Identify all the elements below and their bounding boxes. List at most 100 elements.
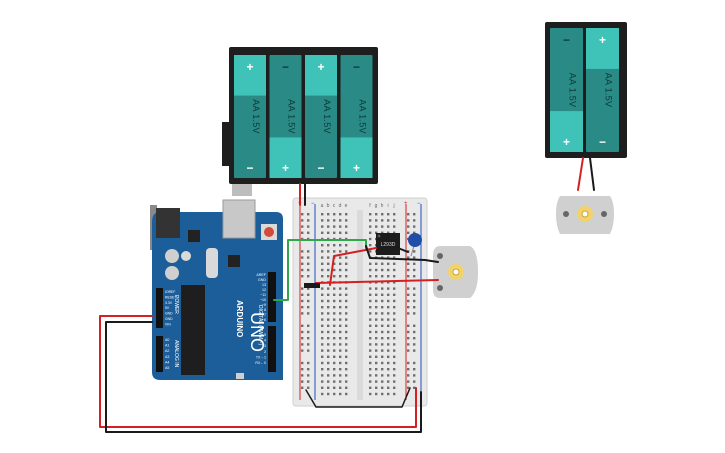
wire-green-signal[interactable] xyxy=(273,239,367,301)
bb-rail-hole xyxy=(413,386,416,389)
bb-hole xyxy=(321,386,324,389)
digital-pin-label: 2 xyxy=(264,350,266,354)
wire-black-ic[interactable] xyxy=(397,247,409,253)
bb-hole xyxy=(381,287,384,290)
wire-black-motor[interactable] xyxy=(365,245,439,263)
wire-black-rail[interactable] xyxy=(305,387,411,408)
bb-rail-hole xyxy=(407,343,410,346)
bb-rail-hole xyxy=(307,337,310,340)
reset-button[interactable] xyxy=(264,227,274,237)
bb-hole xyxy=(393,213,396,216)
bb-hole xyxy=(393,392,396,396)
battery4-cell-4-label: AA 1.5V xyxy=(358,99,368,134)
digital-pin-label: 8 xyxy=(264,308,266,312)
arduino-uno[interactable]: ARDUINO UNO DIGITAL (PWM ~) POWER ANALOG… xyxy=(150,199,283,380)
bb-col-label: i xyxy=(387,203,388,209)
bb-hole xyxy=(339,287,342,290)
wire-battery2-red[interactable] xyxy=(577,157,584,191)
analog-label: ANALOG IN xyxy=(173,340,179,368)
bb-hole xyxy=(345,312,348,315)
battery4-cell-3-bottom-sign: − xyxy=(317,161,324,175)
bb-hole xyxy=(339,299,342,303)
center-channel xyxy=(357,210,363,400)
bb-hole xyxy=(375,380,378,383)
bb-hole xyxy=(369,306,372,309)
bb-hole xyxy=(375,349,378,352)
bb-rail-hole xyxy=(407,268,410,272)
wire-5v-red[interactable] xyxy=(99,315,417,428)
battery-pack-4aa[interactable]: +−AA 1.5V−+AA 1.5V+−AA 1.5V−+AA 1.5V xyxy=(222,47,378,196)
bb-hole xyxy=(327,250,330,253)
bb-hole xyxy=(393,293,396,296)
analog-pin-label: A2 xyxy=(165,349,169,353)
battery4-cell-1-top-sign: + xyxy=(246,60,253,74)
bb-hole xyxy=(393,268,396,272)
bb-hole xyxy=(321,324,324,327)
wire-red-ic[interactable] xyxy=(329,247,377,286)
bb-rail-hole xyxy=(301,374,304,377)
bb-rail-hole xyxy=(301,343,304,346)
bb-rail-hole xyxy=(307,299,310,303)
bb-hole xyxy=(321,343,324,346)
bb-hole xyxy=(345,250,348,253)
bb-col-label: b xyxy=(327,203,330,209)
bb-hole xyxy=(369,237,372,241)
bb-hole xyxy=(387,293,390,296)
bb-hole xyxy=(381,355,384,358)
bb-hole xyxy=(327,256,330,259)
bb-hole xyxy=(327,213,330,216)
resistor-jumper xyxy=(304,283,320,288)
bb-hole xyxy=(345,343,348,346)
dc-motor-1[interactable] xyxy=(433,246,478,298)
bb-hole xyxy=(321,250,324,253)
bb-hole xyxy=(339,250,342,253)
motor-driver-ic[interactable]: L293D xyxy=(376,233,400,255)
bb-hole xyxy=(381,343,384,346)
rail-sign-plus-right: + xyxy=(404,201,408,207)
digital-pin-label: ~11 xyxy=(260,293,266,297)
motor-2-screw-b xyxy=(601,211,607,217)
bb-hole xyxy=(375,337,378,340)
bb-hole xyxy=(393,262,396,265)
bb-rail-hole xyxy=(407,330,410,334)
battery-pack-2aa[interactable]: −+AA 1.5V+−AA 1.5V xyxy=(545,22,627,158)
bb-hole xyxy=(339,231,342,234)
bb-rail-hole xyxy=(407,225,410,228)
bb-rail-hole xyxy=(413,275,416,278)
bb-hole xyxy=(387,337,390,340)
bb-rail-hole xyxy=(407,213,410,216)
bb-hole xyxy=(369,392,372,396)
bb-hole xyxy=(375,306,378,309)
pin-labels: AREFGND1312~11~10~987~6~54~32TX→1RX←0IOR… xyxy=(165,273,267,370)
bb-hole xyxy=(393,330,396,334)
bb-hole xyxy=(375,268,378,272)
bb-hole xyxy=(387,225,390,228)
small-chip xyxy=(228,255,240,267)
bb-hole xyxy=(333,299,336,303)
wire-battery2-black[interactable] xyxy=(589,157,595,191)
battery4-cell-2-terminal xyxy=(269,137,302,178)
power-pin-label: GND xyxy=(165,312,173,316)
bb-rail-hole xyxy=(307,349,310,352)
bb-rail-hole xyxy=(407,349,410,352)
digital-pin-label: ~9 xyxy=(262,303,266,307)
wire-red-motor[interactable] xyxy=(315,279,439,284)
digital-pin-label: ~3 xyxy=(262,344,266,348)
bb-rail-hole xyxy=(407,256,410,259)
bb-hole xyxy=(327,361,330,365)
bb-hole xyxy=(345,361,348,365)
wire-gnd-black[interactable] xyxy=(105,321,422,433)
bb-hole xyxy=(327,231,330,234)
bb-hole xyxy=(333,213,336,216)
bb-hole xyxy=(387,324,390,327)
bb-rail-hole xyxy=(413,299,416,303)
bb-hole xyxy=(333,380,336,383)
power-label: POWER xyxy=(173,295,179,314)
dc-motor-2[interactable] xyxy=(556,196,614,234)
bb-hole xyxy=(375,231,378,234)
capacitor[interactable] xyxy=(408,233,422,257)
power-pin-label: VIN xyxy=(165,322,171,326)
atmega-chip xyxy=(181,285,205,375)
bb-hole xyxy=(393,355,396,358)
